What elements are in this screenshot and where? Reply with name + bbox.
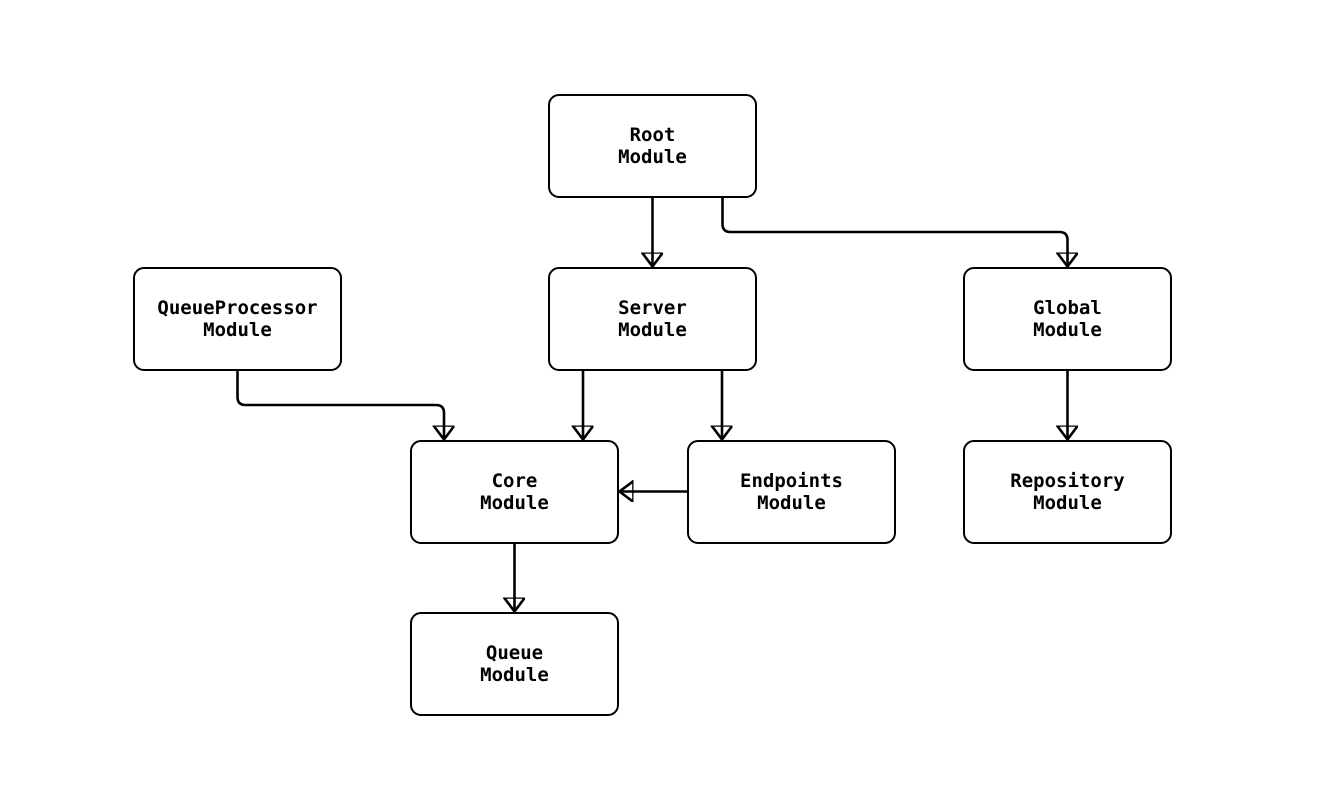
node-label-line: Module <box>203 319 272 341</box>
edge-queueprocessor-to-core <box>236 371 445 439</box>
node-label-line: Module <box>1033 319 1102 341</box>
node-label-line: Queue <box>485 642 544 664</box>
node-label-line: QueueProcessor <box>157 297 318 319</box>
node-label-line: Root <box>629 124 676 146</box>
node-label-line: Module <box>1033 492 1102 514</box>
node-label-line: Repository <box>1010 470 1125 492</box>
node-server-module: Server Module <box>548 267 757 371</box>
node-label-line: Module <box>618 319 687 341</box>
node-root-module: Root Module <box>548 94 757 198</box>
node-queue-module: Queue Module <box>410 612 619 716</box>
node-core-module: Core Module <box>410 440 619 544</box>
edge-root-to-global <box>721 197 1068 266</box>
node-global-module: Global Module <box>963 267 1172 371</box>
node-label-line: Module <box>480 492 549 514</box>
node-label-line: Server <box>618 297 687 319</box>
node-label-line: Core <box>491 470 538 492</box>
node-label-line: Module <box>480 664 549 686</box>
node-label-line: Global <box>1033 297 1102 319</box>
node-queueprocessor-module: QueueProcessor Module <box>133 267 342 371</box>
node-endpoints-module: Endpoints Module <box>687 440 896 544</box>
node-repository-module: Repository Module <box>963 440 1172 544</box>
node-label-line: Module <box>757 492 826 514</box>
node-label-line: Module <box>618 146 687 168</box>
node-label-line: Endpoints <box>740 470 843 492</box>
